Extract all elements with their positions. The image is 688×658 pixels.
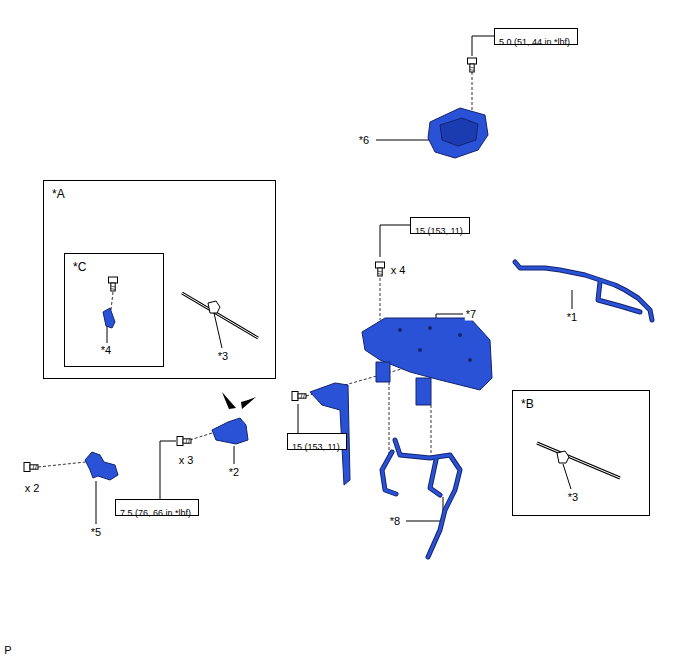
callout-number: *4 [100,344,112,357]
blue-parts [85,108,492,485]
quantity-note: x 3 [178,454,195,467]
callout-number: *5 [90,526,102,539]
torque-box: 15 (153, 11) [287,433,347,450]
assembly-lines [38,72,472,467]
callout-number: *6 [358,134,370,147]
view-panel: *C [64,253,164,367]
pointer-arrows [222,392,256,409]
callout-number: *8 [389,515,401,528]
torque-box: 7.5 (76, 66 in.*lbf) [115,499,199,516]
leader-lines [96,36,572,524]
callout-number: *3 [217,350,229,363]
view-panel: *A *C [43,180,276,379]
panel-heading: *B [521,397,534,411]
torque-box: 15 (153, 11) [410,217,470,234]
panel-heading: *A [52,187,65,201]
quantity-note: x 2 [24,482,41,495]
callout-number: *3 [567,491,579,504]
panel-heading: *C [73,260,86,274]
view-panel: *B [512,390,650,516]
quantity-note: x 4 [390,264,407,277]
torque-box: 5.0 (51, 44 in.*lbf) [494,28,578,45]
torque-value: 15 (153, 11) [415,226,463,237]
wire-harnesses [382,262,652,557]
torque-value: 15 (153, 11) [292,442,340,453]
callout-number: *1 [566,311,578,324]
torque-value: 5.0 (51, 44 in.*lbf) [499,37,570,48]
callout-number: *7 [465,308,477,321]
callout-number: *2 [228,466,240,479]
part-details [398,326,472,362]
bolts [24,58,477,472]
page-mark: P [3,644,12,657]
clamp-wires [182,293,620,478]
torque-value: 7.5 (76, 66 in.*lbf) [120,508,191,519]
